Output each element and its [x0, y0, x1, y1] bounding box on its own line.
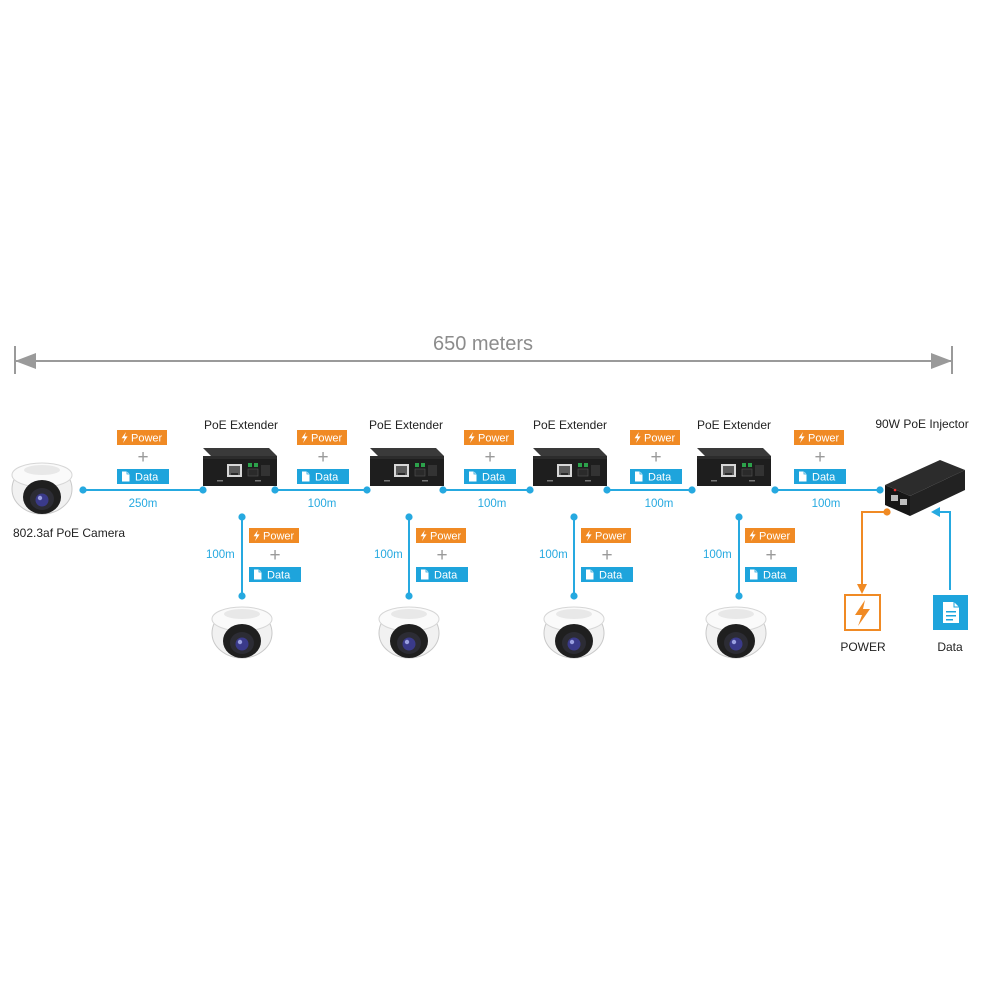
poe-extender-2 [369, 447, 445, 487]
branch-distance-1: 100m [206, 549, 235, 561]
data-badge-label: Data [434, 570, 458, 582]
extender-label-4: PoE Extender [697, 418, 771, 432]
power-badge-label: Power [808, 433, 840, 445]
span-label: 650 meters [433, 333, 533, 355]
plus-sign: + [765, 545, 776, 566]
plus-sign: + [317, 447, 328, 468]
plus-sign: + [436, 545, 447, 566]
badge-group-branch-4: Power + Data [744, 528, 798, 583]
segment-distance-4: 100m [645, 498, 674, 510]
badge-group-branch-1: Power + Data [248, 528, 302, 583]
badge-group-trunk-4: Power + Data [629, 430, 683, 485]
branch-distance-4: 100m [703, 549, 732, 561]
span-arrow [14, 346, 953, 374]
data-badge-label: Data [267, 570, 291, 582]
data-badge-label: Data [482, 472, 506, 484]
badge-group-trunk-1: Power + Data [116, 430, 170, 485]
plus-sign: + [269, 545, 280, 566]
segment-distance-5: 100m [812, 498, 841, 510]
injector-label: 90W PoE Injector [875, 417, 968, 431]
power-source-icon [844, 594, 881, 631]
branch-cables [238, 513, 743, 600]
badge-group-trunk-3: Power + Data [463, 430, 517, 485]
poe-extender-1 [202, 447, 278, 487]
poe-injector [885, 460, 965, 516]
plus-sign: + [650, 447, 661, 468]
data-badge-label: Data [763, 570, 787, 582]
badge-group-trunk-5: Power + Data [793, 430, 847, 485]
segment-distance-2: 100m [308, 498, 337, 510]
camera-label: 802.3af PoE Camera [13, 526, 125, 540]
power-badge-label: Power [644, 433, 676, 445]
data-badge-label: Data [648, 472, 672, 484]
power-badge-label: Power [311, 433, 343, 445]
data-badge-label: Data [135, 472, 159, 484]
plus-sign: + [137, 447, 148, 468]
main-camera [11, 462, 73, 515]
branch-camera-3 [543, 606, 605, 659]
power-feed-line [857, 508, 891, 594]
branch-camera-1 [211, 606, 273, 659]
extender-label-2: PoE Extender [369, 418, 443, 432]
power-badge-label: Power [263, 531, 295, 543]
data-feed-line [931, 507, 951, 590]
branch-distance-3: 100m [539, 549, 568, 561]
poe-extender-4 [696, 447, 772, 487]
extender-label-1: PoE Extender [204, 418, 278, 432]
power-badge-label: Power [759, 531, 791, 543]
branch-camera-4 [705, 606, 767, 659]
badge-group-branch-2: Power + Data [415, 528, 469, 583]
plus-sign: + [601, 545, 612, 566]
branch-camera-2 [378, 606, 440, 659]
data-badge-label: Data [599, 570, 623, 582]
segment-distance-1: 250m [129, 498, 158, 510]
power-source-label: POWER [840, 640, 886, 654]
badge-group-branch-3: Power + Data [580, 528, 634, 583]
data-source-icon [933, 595, 968, 630]
trunk-cable [79, 486, 884, 494]
power-badge-label: Power [595, 531, 627, 543]
badge-group-trunk-2: Power + Data [296, 430, 350, 485]
data-badge-label: Data [315, 472, 339, 484]
branch-distance-2: 100m [374, 549, 403, 561]
plus-sign: + [814, 447, 825, 468]
data-source-label: Data [937, 640, 963, 654]
power-badge-label: Power [478, 433, 510, 445]
extender-label-3: PoE Extender [533, 418, 607, 432]
data-badge-label: Data [812, 472, 836, 484]
power-badge-label: Power [131, 433, 163, 445]
power-badge-label: Power [430, 531, 462, 543]
plus-sign: + [484, 447, 495, 468]
segment-distance-3: 100m [478, 498, 507, 510]
poe-extender-3 [532, 447, 608, 487]
